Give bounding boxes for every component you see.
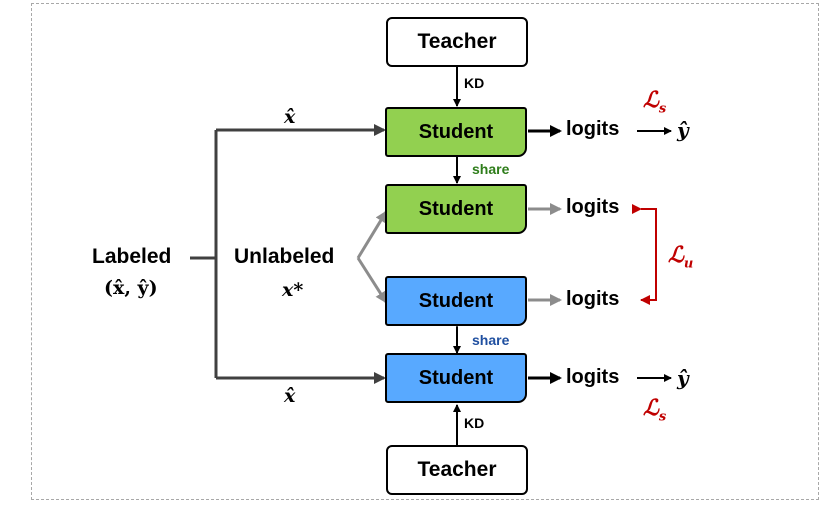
logits-label-3: logits (566, 288, 620, 310)
y-hat-bottom-label: ŷ (677, 366, 689, 390)
teacher-bottom-box: Teacher (386, 445, 528, 495)
student-box-4: Student (385, 353, 527, 403)
unlabeled-to-student2-arrow (356, 210, 388, 259)
teacher-top-box: Teacher (386, 17, 528, 67)
logits-label-4: logits (566, 366, 620, 388)
unsupervised-loss-label: ℒu (668, 242, 694, 272)
share-blue-label: share (472, 332, 510, 348)
labeled-label: Labeled (92, 245, 172, 268)
unsupervised-loss-bracket (632, 204, 657, 305)
kd-bottom-label: KD (464, 415, 485, 431)
supervised-loss-top-label: ℒs (643, 87, 667, 117)
labeled-pair-label: (x̂, ŷ) (104, 277, 158, 299)
diagram-frame (31, 3, 819, 500)
x-hat-top-label: x̂ (284, 106, 296, 128)
student-box-2: Student (385, 184, 527, 234)
share-green-label: share (472, 161, 510, 177)
unlabeled-symbol: x* (282, 279, 304, 301)
x-hat-bottom-label: x̂ (284, 385, 296, 407)
unlabeled-label: Unlabeled (234, 245, 335, 268)
y-hat-top-label: ŷ (677, 118, 689, 142)
supervised-loss-bottom-label: ℒs (643, 395, 667, 425)
unlabeled-to-student3-arrow (356, 257, 388, 304)
logits-label-2: logits (566, 196, 620, 218)
logits-label-1: logits (566, 118, 620, 140)
student-box-3: Student (385, 276, 527, 326)
student-box-1: Student (385, 107, 527, 157)
kd-top-label: KD (464, 75, 485, 91)
